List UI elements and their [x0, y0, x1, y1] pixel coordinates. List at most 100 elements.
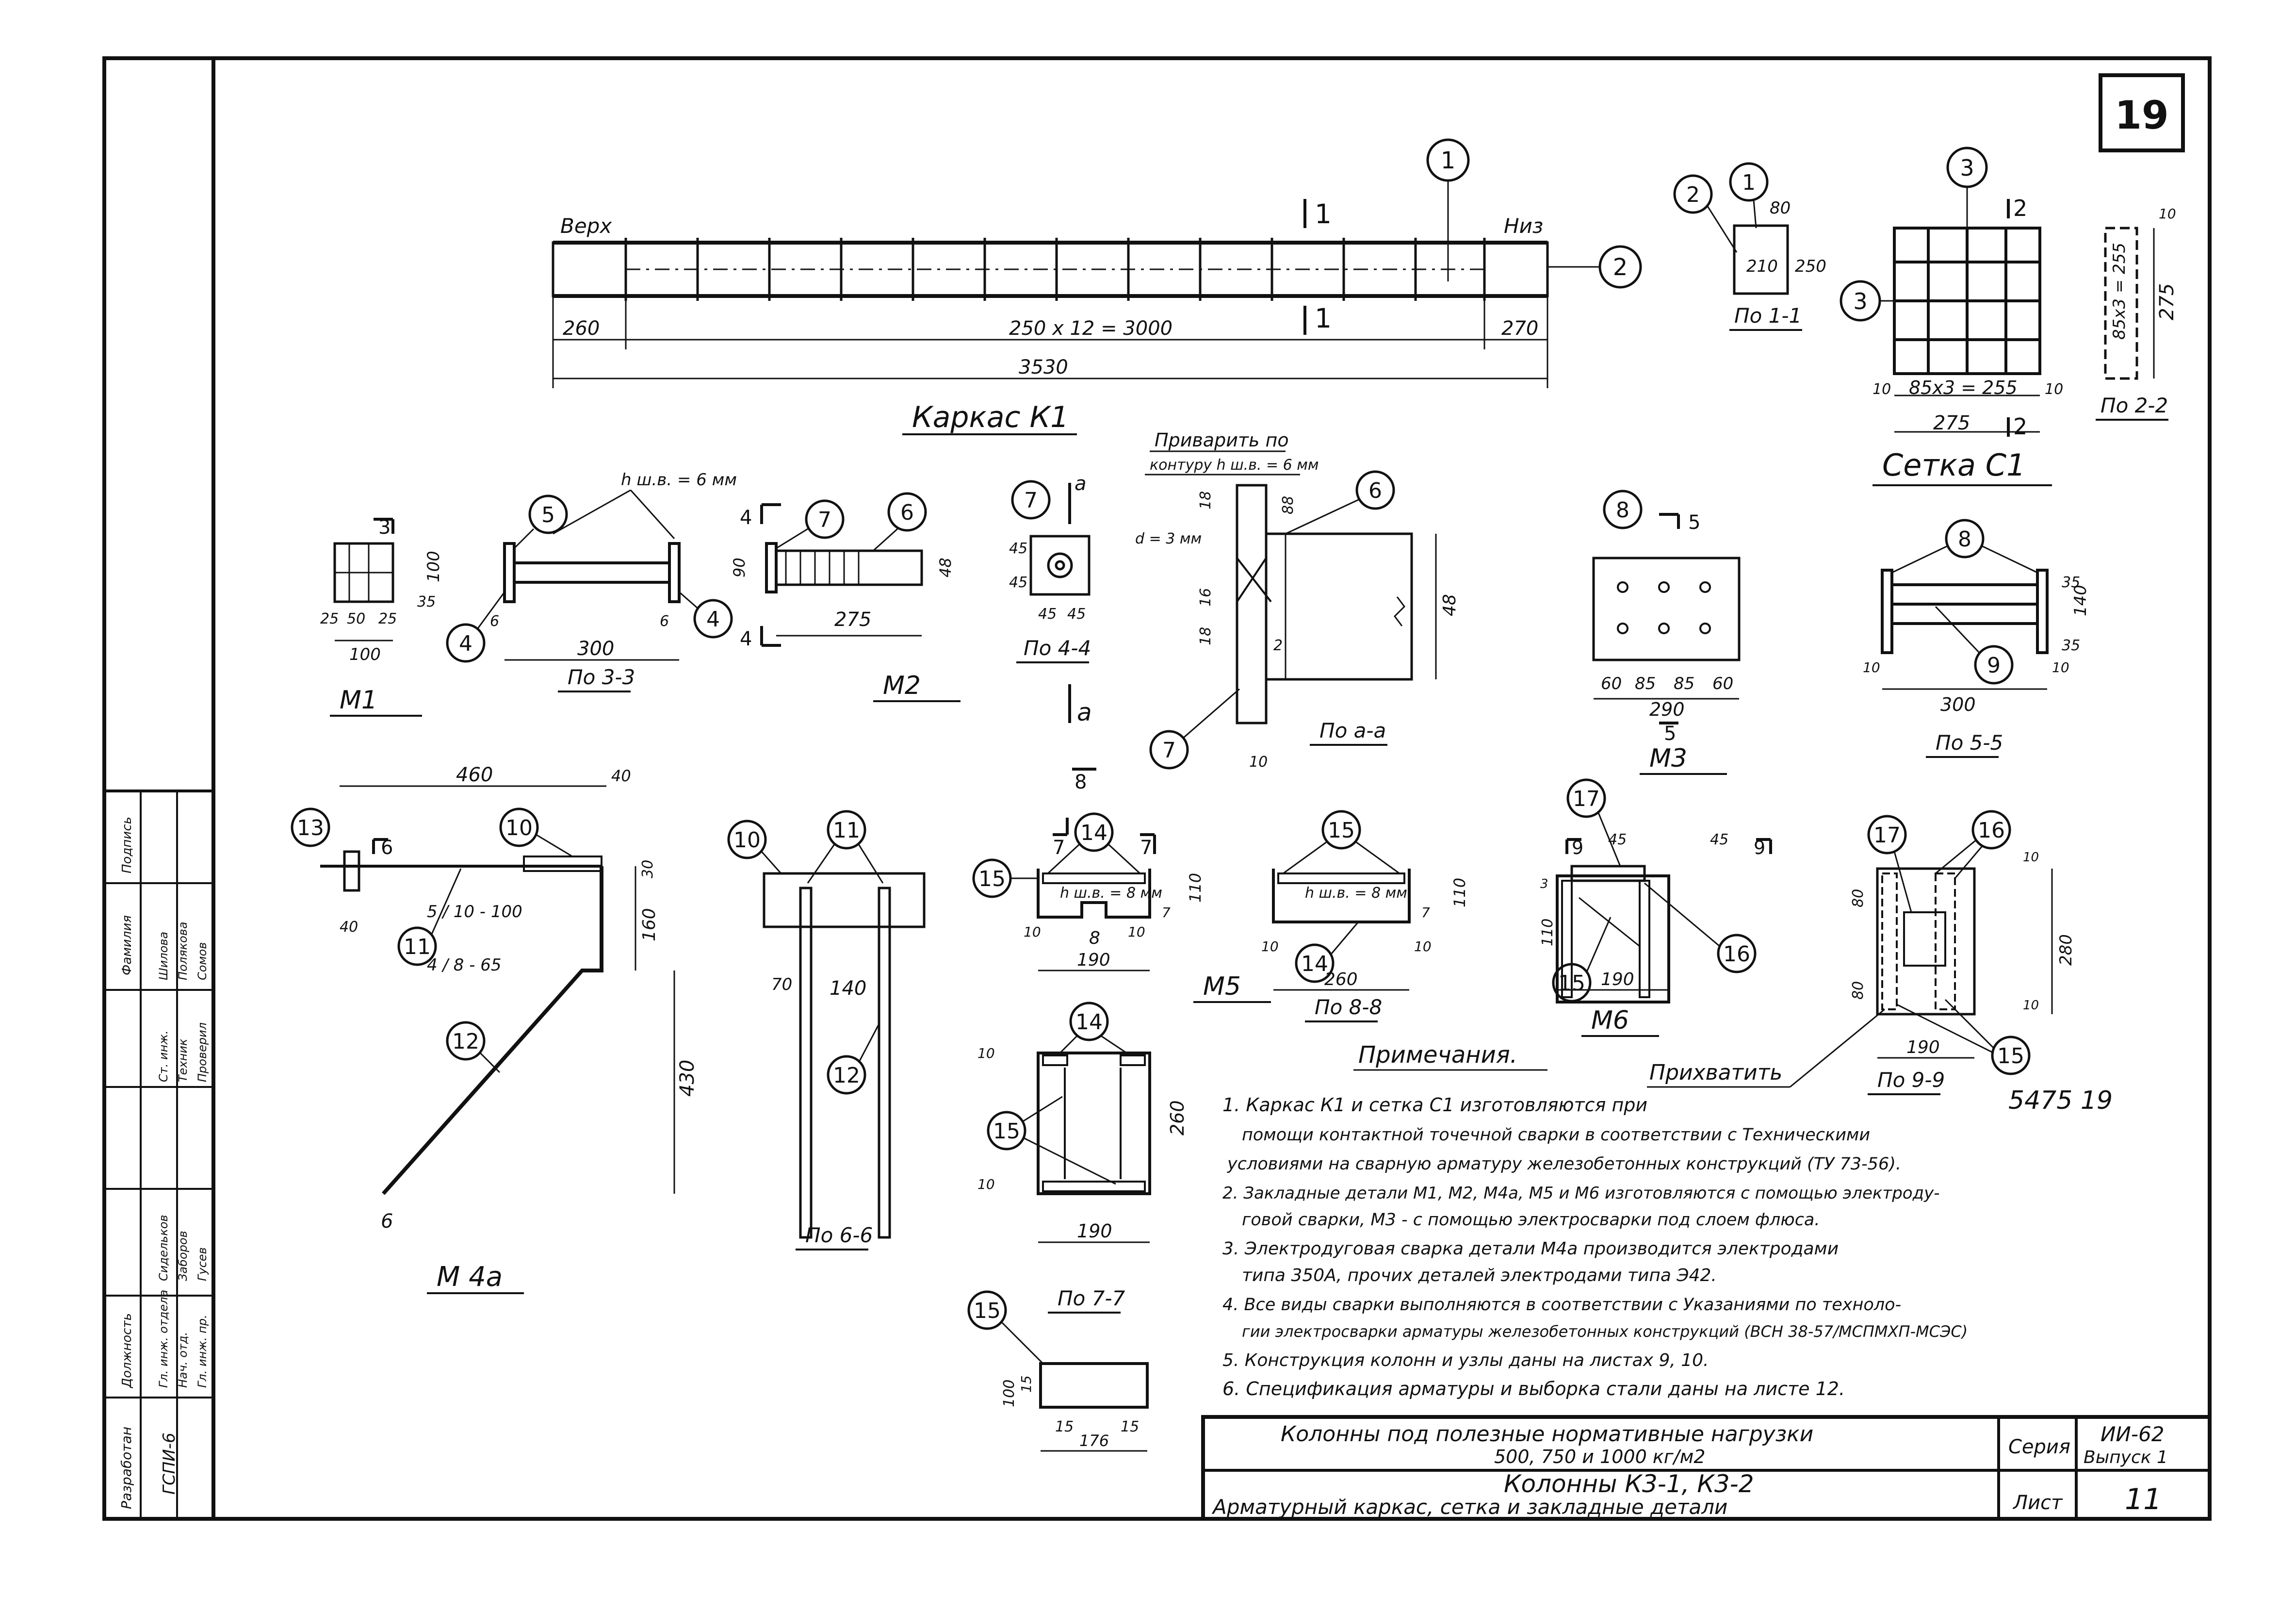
svg-text:45: 45: [1009, 574, 1027, 591]
svg-text:15: 15: [978, 867, 1006, 891]
svg-text:45: 45: [1009, 540, 1027, 557]
s99-note: Прихватить: [1649, 1060, 1782, 1085]
svg-text:15: 15: [1997, 1044, 2024, 1069]
stamp-row-3: Ст. инж.: [157, 1030, 170, 1082]
stamp-row-0-name: Сидельков: [157, 1215, 170, 1281]
svg-text:35: 35: [417, 593, 436, 610]
section-a-a: Приварить по контуру h ш.в. = 6 мм 6 7 d…: [1135, 429, 1460, 771]
svg-text:a: a: [1077, 698, 1092, 726]
section-2-2: 85x3 = 255 275 10 По 2-2: [2096, 206, 2178, 421]
svg-text:275: 275: [2156, 283, 2178, 320]
svg-text:190: 190: [1077, 950, 1110, 970]
svg-text:4: 4: [740, 628, 752, 650]
svg-text:2: 2: [1686, 182, 1700, 207]
svg-text:15: 15: [1018, 1375, 1034, 1393]
m4-callout-10: [499, 807, 539, 847]
svg-text:контуру h ш.в. = 6 мм: контуру h ш.в. = 6 мм: [1150, 457, 1319, 474]
svg-text:2: 2: [2013, 413, 2027, 440]
svg-text:100: 100: [424, 551, 443, 582]
note-line-7: типа 350А, прочих деталей электродами ти…: [1242, 1266, 1717, 1285]
s66-callout-12: [827, 1055, 866, 1095]
svg-text:d = 3 мм: d = 3 мм: [1135, 530, 1202, 547]
svg-text:140: 140: [830, 977, 866, 1000]
svg-text:85x3 = 255: 85x3 = 255: [1909, 377, 2018, 398]
m1-title: М1: [340, 686, 377, 715]
note-line-6: 3. Электродуговая сварка детали М4а прои…: [1222, 1239, 1839, 1259]
svg-text:4: 4: [706, 607, 720, 632]
embed-m6: 17 16 15 9 9 45 45 110 3 190 М6: [1539, 778, 1772, 1037]
svg-text:16: 16: [1197, 588, 1214, 607]
m5-callout-14: [1074, 812, 1114, 852]
svg-text:11: 11: [833, 818, 860, 843]
m4-title: М 4а: [437, 1261, 503, 1293]
svg-text:70: 70: [771, 975, 792, 994]
stamp-row-4-name: Полякова: [176, 921, 190, 980]
svg-text:290: 290: [1649, 699, 1685, 720]
svg-text:45: 45: [1710, 831, 1728, 848]
s55-title: По 5-5: [1936, 731, 2003, 755]
svg-text:7: 7: [1162, 905, 1171, 921]
svg-text:100: 100: [349, 645, 381, 664]
c1-title: Сетка С1: [1882, 447, 2025, 483]
stamp-row-5: Проверил: [195, 1022, 209, 1082]
svg-text:18: 18: [1197, 627, 1214, 645]
stamp-row-4: Техник: [176, 1038, 190, 1082]
svg-text:8: 8: [1075, 771, 1087, 793]
tb-sheet-value: 11: [2125, 1482, 2162, 1516]
s55-callout-8: [1945, 519, 1985, 559]
svg-text:35: 35: [2062, 574, 2080, 591]
svg-text:1: 1: [1441, 147, 1456, 174]
svg-text:10: 10: [977, 1045, 995, 1061]
k1-bottom-label: Низ: [1504, 214, 1543, 238]
svg-text:85x3 = 255: 85x3 = 255: [2110, 243, 2129, 340]
svg-text:190: 190: [1077, 1220, 1112, 1242]
svg-text:8: 8: [1616, 498, 1629, 523]
svg-text:3: 3: [1540, 877, 1548, 891]
s88-callout-15: [1321, 810, 1361, 850]
aa-plate: [1236, 484, 1268, 724]
svg-text:110: 110: [1186, 873, 1205, 903]
svg-text:2: 2: [1273, 637, 1283, 654]
svg-text:80: 80: [1770, 198, 1791, 218]
svg-text:6: 6: [381, 1210, 393, 1233]
section-7-7: 14 15 10 260 10 190 По 7-7: [977, 1002, 1188, 1314]
stamp-developer: Разработан: [118, 1427, 134, 1509]
svg-text:5: 5: [541, 503, 555, 527]
note-line-11: 6. Спецификация арматуры и выборка стали…: [1222, 1378, 1845, 1399]
svg-text:190: 190: [1601, 970, 1634, 989]
svg-text:15: 15: [1121, 1418, 1139, 1435]
embed-m5: 7 8 7 15 14 h ш.в. = 8 мм 110 7 10 8 10 …: [972, 768, 1271, 1003]
svg-text:300: 300: [577, 638, 614, 660]
section-3-3: 5 4 4 h ш.в. = 6 мм 6 6 300 По 3-3: [446, 470, 737, 692]
svg-text:10: 10: [2045, 381, 2063, 398]
svg-text:10: 10: [1128, 924, 1145, 940]
mesh-c1: 3 3 2 2 10 85x3 = 255 10 275 Сетка С1: [1840, 147, 2063, 486]
section-1-1: 2 1 80 210 250 По 1-1: [1673, 162, 1826, 331]
svg-text:6: 6: [1368, 478, 1382, 503]
svg-text:85: 85: [1635, 674, 1656, 693]
svg-text:10: 10: [1873, 381, 1891, 398]
tb-sheet-label: Лист: [2012, 1492, 2063, 1514]
svg-text:80: 80: [1850, 981, 1867, 1000]
svg-text:14: 14: [1301, 952, 1328, 976]
svg-text:30: 30: [639, 860, 656, 878]
d15-callout: [967, 1290, 1007, 1330]
k1-cross-bars: [624, 238, 1486, 301]
svg-text:h ш.в. = 8 мм: h ш.в. = 8 мм: [1060, 885, 1162, 902]
svg-text:10: 10: [733, 828, 761, 853]
svg-text:9: 9: [1987, 653, 2001, 678]
svg-text:60: 60: [1712, 674, 1733, 693]
k1-dim-total: 3530: [1019, 356, 1068, 378]
svg-text:45: 45: [1038, 606, 1057, 623]
svg-text:275: 275: [834, 609, 871, 631]
k1-section-marks: 1 1: [1303, 198, 1332, 335]
svg-text:280: 280: [2056, 934, 2076, 966]
svg-text:8: 8: [1089, 928, 1100, 948]
svg-text:10: 10: [2023, 850, 2039, 865]
s66-title: По 6-6: [805, 1223, 873, 1247]
m4-callout-13: [291, 807, 330, 847]
svg-text:25: 25: [320, 610, 339, 627]
svg-text:9: 9: [1572, 837, 1583, 858]
stamp-col-title-2: Подпись: [120, 817, 134, 873]
svg-text:h ш.в. = 8 мм: h ш.в. = 8 мм: [1305, 885, 1407, 902]
